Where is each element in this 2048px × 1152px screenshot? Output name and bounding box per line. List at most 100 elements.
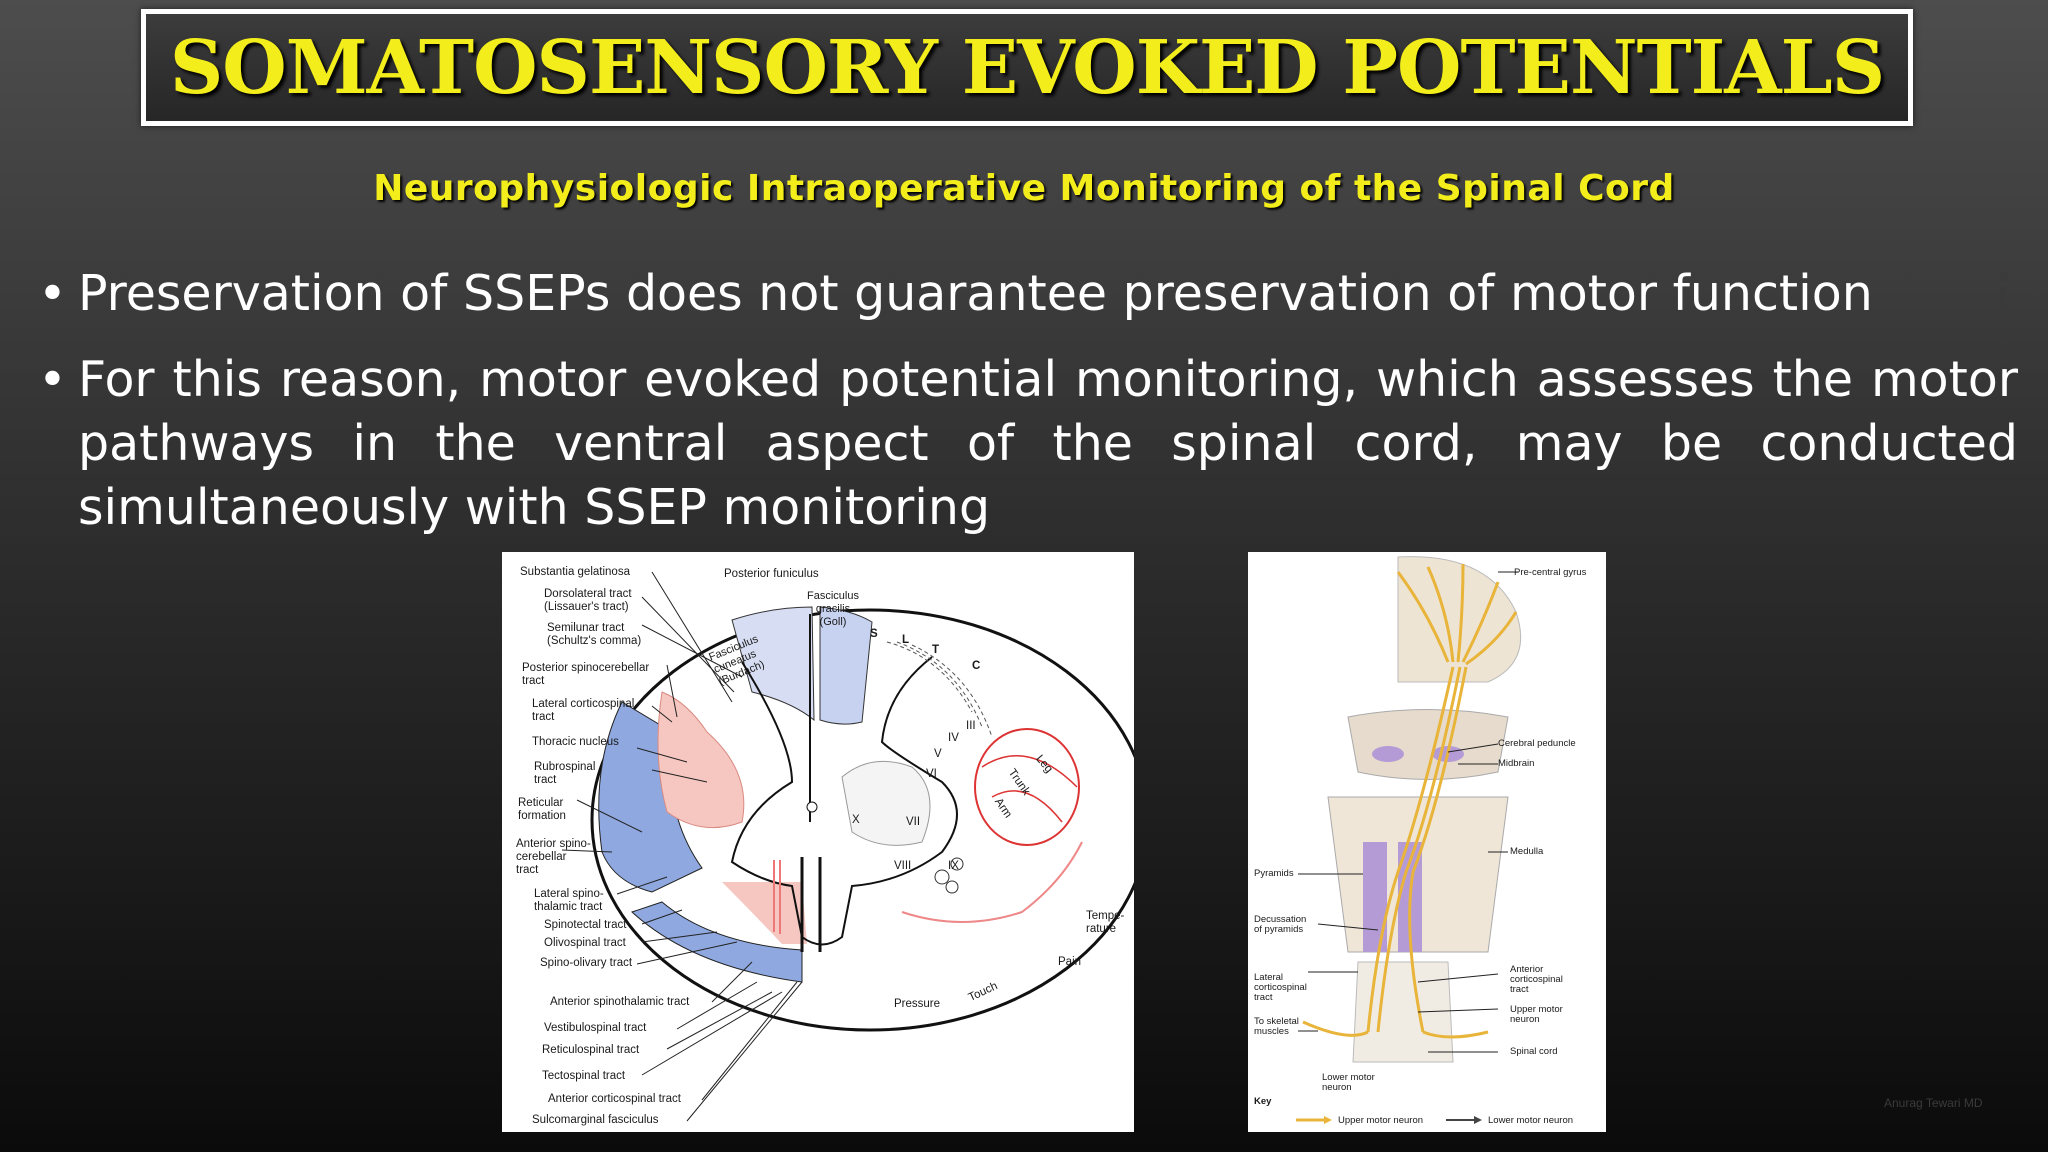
label-lateral-spinothalamic-2: thalamic tract — [534, 901, 603, 913]
spinal-cord-shape — [1352, 961, 1454, 1063]
label-lateral-corticospinal-3: tract — [1254, 992, 1273, 1003]
gray-matter-outline — [730, 614, 958, 946]
descending-fibers — [1366, 666, 1468, 1033]
label-to-skeletal: To skeletal — [1254, 1016, 1299, 1027]
label-tectospinal: Tectospinal tract — [542, 1070, 626, 1082]
leader-lines — [561, 571, 803, 1122]
label-medulla: Medulla — [1510, 846, 1544, 857]
gray-horn — [841, 760, 931, 846]
label-c: C — [972, 660, 981, 672]
spinal-cord-diagram — [561, 571, 1134, 1122]
label-spino-olivary: Spino-olivary tract — [540, 957, 633, 969]
label-key: Key — [1254, 1096, 1272, 1107]
bullet-list: • Preservation of SSEPs does not guarant… — [38, 262, 2018, 562]
bullet-text: For this reason, motor evoked potential … — [78, 351, 2018, 536]
label-temperature-2: rature — [1086, 923, 1117, 935]
label-anterior-spinocerebellar-2: cerebellar — [516, 851, 567, 863]
bullet-marker: • — [38, 351, 67, 408]
label-precentral-gyrus: Pre-central gyrus — [1514, 567, 1587, 578]
label-anterior-spinocerebellar-3: tract — [516, 864, 539, 876]
label-pressure: Pressure — [894, 998, 941, 1010]
label-semilunar-tract: Semilunar tract — [547, 622, 625, 634]
label-anterior-spinocerebellar: Anterior spino- — [516, 838, 591, 850]
label-midbrain: Midbrain — [1498, 758, 1535, 769]
label-substantia-gelatinosa: Substantia gelatinosa — [520, 566, 630, 578]
label-lamina-viii: VIII — [894, 860, 912, 872]
motor-cell-1 — [934, 869, 950, 885]
label-fasciculus-gracilis: Fasciculus gracilis (Goll) — [807, 590, 859, 628]
label-t: T — [932, 644, 940, 656]
anterior-pink-line — [901, 841, 1083, 923]
label-rubrospinal-2: tract — [534, 774, 557, 786]
bullet-marker: • — [38, 265, 67, 322]
label-lamina-iv: IV — [948, 732, 959, 744]
label-olivospinal: Olivospinal tract — [544, 937, 626, 949]
label-lateral-corticospinal-2: tract — [532, 711, 555, 723]
label-posterior-spinocerebellar-2: tract — [522, 675, 545, 687]
bullet-text: Preservation of SSEPs does not guarantee… — [78, 265, 1873, 322]
slide-subtitle: Neurophysiologic Intraoperative Monitori… — [373, 168, 1675, 209]
motor-pathway-diagram — [1296, 556, 1522, 1124]
label-anterior-corticospinal: Anterior — [1510, 964, 1544, 975]
anterior-region-pink — [722, 882, 807, 944]
label-anterior-corticospinal-3: tract — [1510, 984, 1529, 995]
slide-title: SOMATOSENSORY EVOKED POTENTIALS — [169, 24, 1885, 111]
anterior-median-fissure — [800, 857, 822, 952]
label-lateral-corticospinal-2: corticospinal — [1254, 982, 1307, 993]
lateral-corticospinal-pink — [657, 691, 745, 829]
label-lamina-ix: IX — [948, 860, 959, 872]
key-lower-arrow-icon — [1474, 1116, 1482, 1124]
label-lamina-vii: VII — [906, 816, 921, 828]
bullet-item: • For this reason, motor evoked potentia… — [38, 348, 2018, 540]
motor-cell-2 — [950, 857, 964, 871]
label-temperature: Tempe- — [1086, 910, 1125, 922]
label-spinotectal: Spinotectal tract — [544, 919, 627, 931]
spinal-cord-cross-section-figure: Substantia gelatinosa Posterior funiculu… — [502, 552, 1134, 1132]
label-vestibulospinal: Vestibulospinal tract — [544, 1022, 647, 1034]
label-reticulospinal: Reticulospinal tract — [542, 1044, 640, 1056]
label-reticular-formation: Reticular — [518, 797, 564, 809]
label-thoracic-nucleus: Thoracic nucleus — [532, 736, 619, 748]
label-lamina-vi: VI — [926, 768, 937, 780]
label-to-skeletal-2: muscles — [1254, 1026, 1289, 1037]
label-lower-motor-neuron: Lower motor — [1322, 1072, 1375, 1083]
label-lamina-iii: III — [966, 720, 976, 732]
label-lissauer: (Lissauer's tract) — [544, 601, 629, 613]
midbrain-shape — [1347, 709, 1509, 780]
label-decussation: Decussation — [1254, 914, 1307, 925]
label-posterior-funiculus: Posterior funiculus — [724, 568, 819, 580]
label-rubrospinal: Rubrospinal — [534, 761, 596, 773]
lower-motor-branches — [1302, 1020, 1489, 1039]
pyramid-left — [1363, 842, 1387, 952]
label-decussation-2: of pyramids — [1254, 924, 1304, 935]
label-posterior-spinocerebellar: Posterior spinocerebellar — [522, 662, 650, 674]
label-anterior-corticospinal-2: corticospinal — [1510, 974, 1563, 985]
somatotopy-lines — [981, 755, 1078, 823]
label-pain: Pain — [1058, 956, 1082, 968]
motor-cell-3 — [945, 880, 959, 894]
label-lateral-corticospinal: Lateral corticospinal — [532, 698, 635, 710]
central-canal — [806, 801, 818, 813]
label-key-lower: Lower motor neuron — [1488, 1115, 1574, 1126]
label-lateral-spinothalamic: Lateral spino- — [534, 888, 604, 900]
right-leader-lines — [1298, 571, 1518, 1053]
cortex-shape — [1397, 556, 1522, 683]
cortical-neuron-fibers — [1396, 563, 1518, 666]
label-pyramids: Pyramids — [1254, 868, 1294, 879]
side-watermark: Dr. Anurag Tewari MD — [1997, 272, 2008, 370]
label-key-upper: Upper motor neuron — [1338, 1115, 1424, 1126]
label-l: L — [902, 634, 910, 646]
label-schultz: (Schultz's comma) — [547, 635, 642, 647]
fasciculus-gracilis-region — [819, 606, 873, 725]
key-upper-arrow-icon — [1324, 1116, 1332, 1124]
label-anterior-corticospinal: Anterior corticospinal tract — [548, 1093, 681, 1105]
label-reticular-formation-2: formation — [518, 810, 566, 822]
fasciculus-cuneatus-region — [731, 606, 815, 722]
label-cerebral-peduncle: Cerebral peduncle — [1498, 738, 1576, 749]
label-dorsolateral-tract: Dorsolateral tract — [544, 588, 632, 600]
label-lamina-x: X — [852, 814, 860, 826]
motor-pathway-figure: Pre-central gyrus Cerebral peduncle Midb… — [1248, 552, 1606, 1132]
label-upper-motor-neuron: Upper motor — [1510, 1004, 1563, 1015]
label-lower-motor-neuron-2: neuron — [1322, 1082, 1352, 1093]
label-s: S — [870, 628, 878, 640]
